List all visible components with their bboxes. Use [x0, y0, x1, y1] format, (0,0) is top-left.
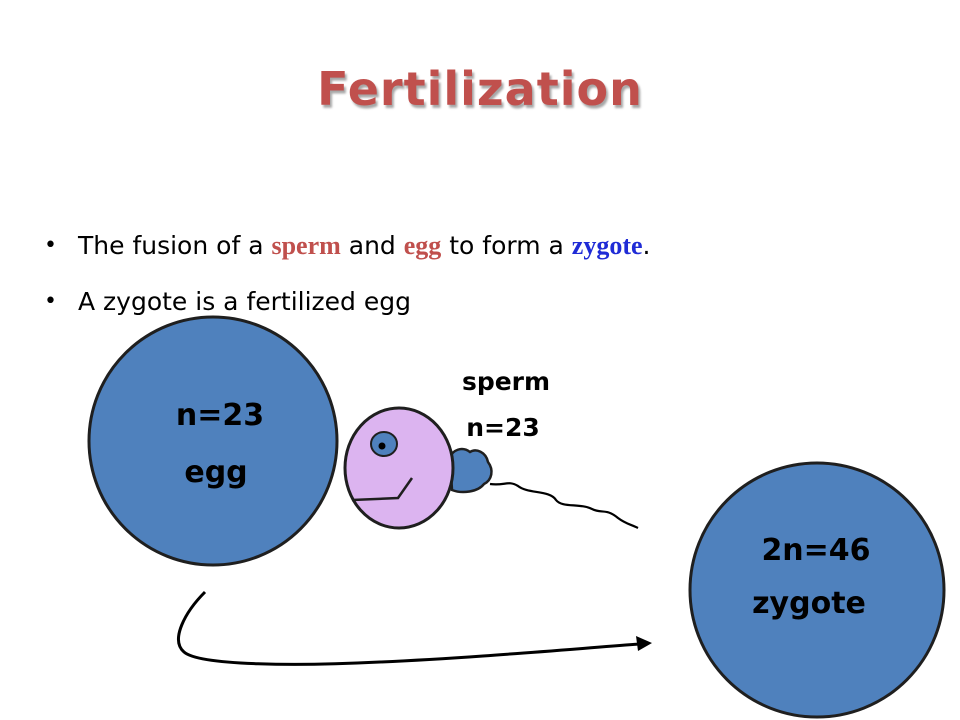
bullet-zygote-fact: • A zygote is a fertilized egg [44, 274, 650, 330]
sperm-cell [343, 406, 639, 530]
zygote-label: zygote [752, 586, 866, 621]
egg-label: egg [184, 455, 247, 490]
sperm-head [343, 406, 455, 530]
keyword-zygote: zygote [571, 231, 643, 260]
slide-title: Fertilization [317, 62, 643, 116]
sperm-label: sperm [462, 367, 550, 396]
sperm-pupil-icon [378, 442, 386, 450]
zygote-ploidy-label: 2n=46 [761, 533, 870, 568]
keyword-egg: egg [403, 231, 442, 260]
sperm-mouth-icon [351, 477, 414, 502]
bullet-text: to form a [441, 231, 572, 260]
arrow-head-icon [636, 636, 652, 651]
keyword-sperm: sperm [271, 231, 341, 260]
sperm-nose-icon [448, 447, 493, 494]
bullet-text: . [642, 231, 651, 260]
sperm-tail [489, 482, 639, 529]
bullet-list: • The fusion of a sperm and egg to form a… [44, 218, 650, 330]
bullet-text: The fusion of a [78, 231, 272, 260]
bullet-dot-icon: • [44, 233, 57, 258]
egg-cell [87, 315, 339, 567]
egg-ploidy-label: n=23 [176, 398, 264, 433]
fertilization-arrow [177, 590, 641, 666]
sperm-ploidy-label: n=23 [466, 413, 540, 442]
bullet-definition: • The fusion of a sperm and egg to form a… [44, 218, 650, 274]
bullet-dot-icon: • [44, 289, 57, 314]
bullet-text: and [340, 231, 404, 260]
bullet-text: A zygote is a fertilized egg [78, 287, 411, 316]
zygote-cell [688, 461, 946, 719]
